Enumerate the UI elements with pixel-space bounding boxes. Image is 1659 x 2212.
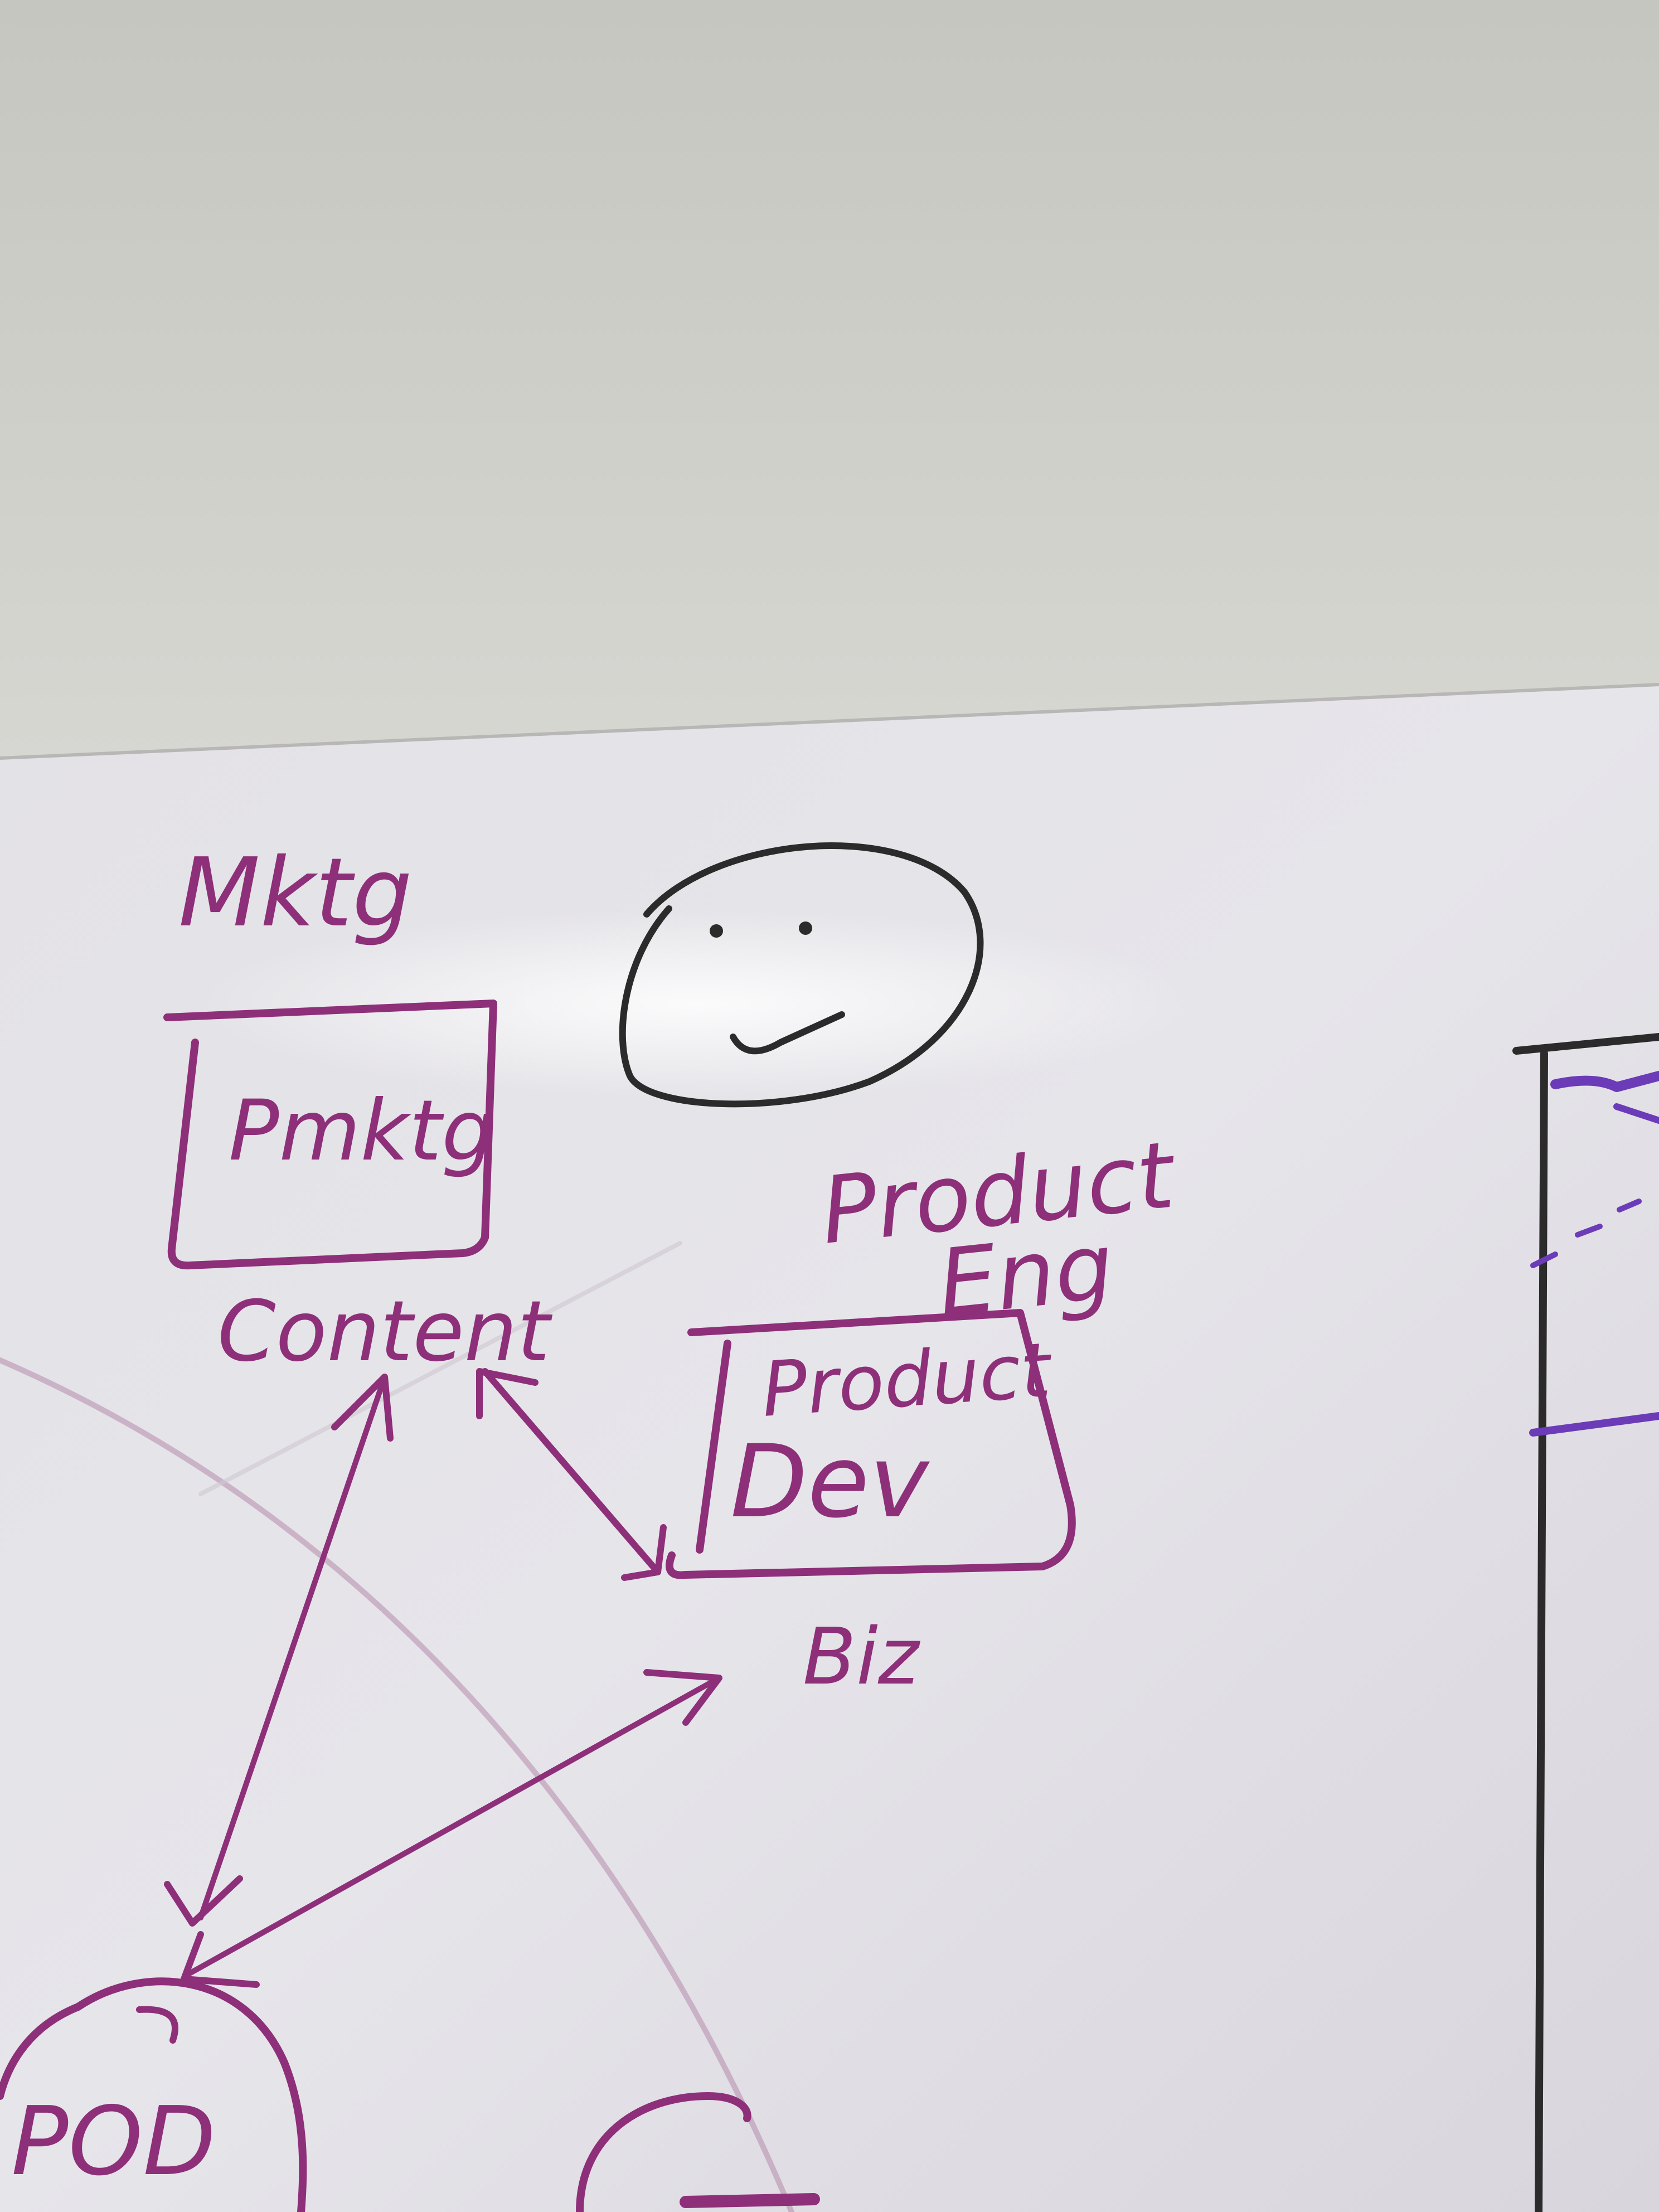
content-label: Content — [217, 1283, 553, 1380]
pod-circle-mark — [136, 2006, 178, 2044]
partial-circle — [576, 2092, 751, 2212]
whiteboard-top-edge — [0, 683, 1659, 760]
product-dev-box-left — [696, 1340, 731, 1554]
product-dev-label-line1: Product — [759, 1326, 1056, 1434]
product-dev-label-line2: Dev — [730, 1424, 930, 1540]
arrow-icon — [181, 1669, 722, 1988]
faint-curve — [0, 1357, 794, 2212]
pod-circle-left — [0, 2003, 82, 2100]
mktg-label: Mktg — [178, 838, 413, 948]
glare — [195, 909, 1199, 1098]
faint-line — [198, 1241, 682, 1496]
pod-circle — [74, 1977, 307, 2212]
pod-label: POD — [11, 2087, 216, 2197]
right-table-drawing — [1512, 1033, 1659, 2212]
pmktg-box — [163, 1000, 497, 1270]
pmktg-label: Pmktg — [229, 1083, 494, 1180]
biz-label: Biz — [803, 1612, 921, 1702]
wall — [0, 0, 1659, 769]
product-dev-box — [666, 1309, 1076, 1579]
arrow-icon — [476, 1368, 667, 1581]
arrow-icon — [164, 1374, 394, 1927]
smiley-face-icon — [619, 842, 984, 1108]
bottom-mark — [680, 2193, 820, 2208]
